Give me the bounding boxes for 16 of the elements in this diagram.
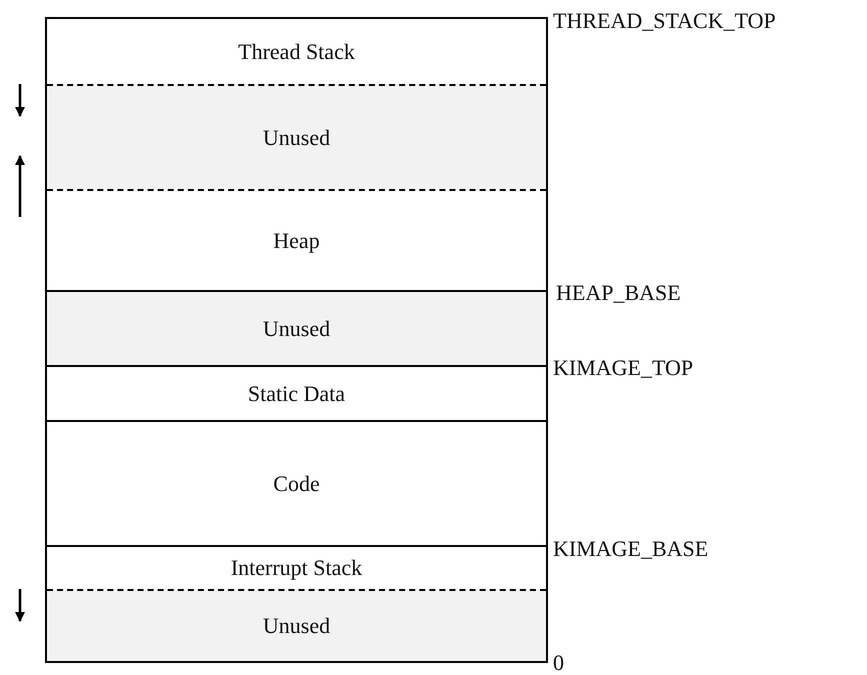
segment-label: Heap [273, 228, 320, 254]
segment-label: Unused [262, 124, 330, 150]
segment-label: Unused [262, 316, 330, 342]
address-label: HEAP_BASE [556, 280, 681, 306]
segment-label: Thread Stack [238, 38, 355, 64]
memory-segment [47, 290, 546, 365]
memory-segment [47, 84, 546, 189]
address-label: KIMAGE_BASE [553, 536, 708, 562]
address-label: 0 [553, 650, 564, 675]
address-label: THREAD_STACK_TOP [553, 8, 776, 34]
segment-label: Static Data [248, 380, 346, 406]
segment-label: Unused [262, 613, 330, 639]
memory-segment [47, 589, 546, 661]
segment-label: Interrupt Stack [230, 555, 362, 581]
address-label: KIMAGE_TOP [553, 355, 694, 381]
segment-label: Code [273, 470, 320, 496]
